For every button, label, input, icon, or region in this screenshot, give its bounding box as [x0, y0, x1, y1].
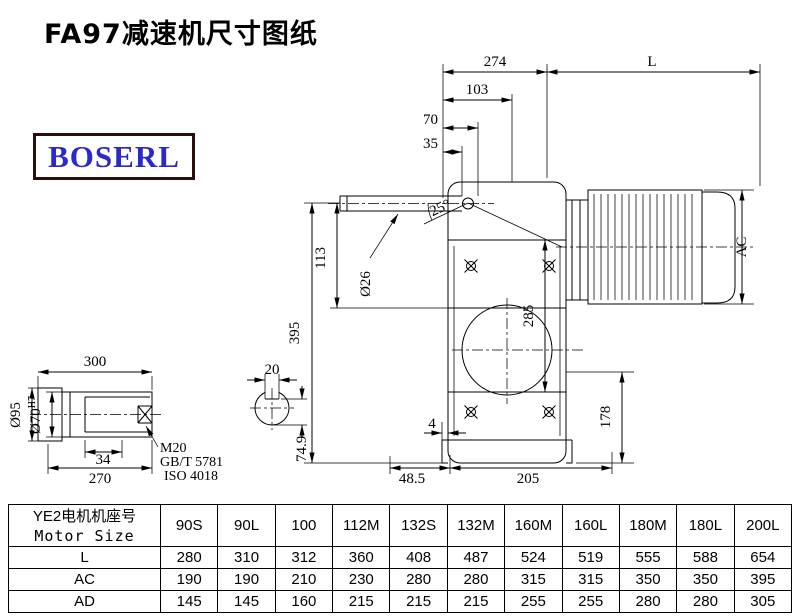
- technical-drawing: 274 L 103 70 35 25° Ø26 113 395 285 AC 1…: [8, 54, 761, 487]
- dim-value-cell: 315: [504, 568, 563, 591]
- bolt-hole-icon: [542, 405, 556, 419]
- dimension-lines: [29, 69, 760, 471]
- dim-value-cell: 230: [332, 568, 391, 591]
- frame-size-header-cell: 132S: [389, 504, 448, 547]
- frame-size-header-cell: 112M: [332, 504, 391, 547]
- dim-row-label-cell: AC: [8, 568, 161, 591]
- dim-270-label: 270: [89, 471, 112, 487]
- dim-value-cell: 145: [159, 590, 219, 613]
- dim-35-label: 35: [423, 136, 438, 152]
- boserl-logo: BOSERL: [33, 133, 195, 180]
- dim-value-cell: 190: [159, 568, 219, 591]
- dim-value-cell: 215: [389, 590, 448, 613]
- dim-value-cell: 588: [676, 546, 735, 569]
- gearbox-housing: [423, 181, 586, 464]
- dimension-labels: 274 L 103 70 35 25° Ø26 113 395 285 AC 1…: [8, 54, 750, 487]
- motor: [556, 189, 754, 305]
- dim-48-5-label: 48.5: [399, 471, 425, 487]
- bolt-hole-icon: [464, 405, 478, 419]
- dim-20-label: 20: [265, 362, 280, 378]
- dim-value-cell: 280: [389, 568, 448, 591]
- dim-103-label: 103: [466, 82, 489, 98]
- frame-size-header-cell: 180M: [618, 504, 678, 547]
- dia26-leader: [369, 213, 399, 259]
- dim-value-cell: 360: [332, 546, 391, 569]
- dim-value-cell: 519: [561, 546, 620, 569]
- output-shaft-detail: [30, 387, 164, 442]
- dim-34-label: 34: [96, 452, 112, 468]
- angle-construction-lines: [423, 202, 563, 248]
- dim-value-cell: 280: [159, 546, 219, 569]
- dim-value-cell: 350: [676, 568, 735, 591]
- bolt-hole-icon: [464, 259, 478, 273]
- dim-205-label: 205: [517, 471, 540, 487]
- dim-value-cell: 280: [618, 590, 678, 613]
- dim-value-cell: 524: [504, 546, 563, 569]
- dim-value-cell: 280: [446, 568, 506, 591]
- dim-value-cell: 350: [618, 568, 678, 591]
- dim-value-cell: 215: [446, 590, 506, 613]
- dim-value-cell: 654: [733, 546, 793, 569]
- dim-value-cell: 310: [217, 546, 276, 569]
- dim-row-label-cell: AD: [8, 590, 161, 613]
- dim-value-cell: 408: [389, 546, 448, 569]
- dim-value-cell: 160: [274, 590, 334, 613]
- dim-274-label: 274: [484, 54, 507, 70]
- angle-arc: [427, 202, 433, 221]
- m20-label: M20: [160, 441, 186, 456]
- gb-standard-label: GB/T 5781: [160, 455, 223, 470]
- frame-size-header-cell: 90L: [217, 504, 276, 547]
- bolt-hole-icon: [542, 259, 556, 273]
- dim-113-label: 113: [313, 247, 329, 269]
- dim-value-cell: 305: [733, 590, 793, 613]
- dim-row-label-cell: L: [8, 546, 161, 569]
- frame-size-header-cell: 180L: [676, 504, 735, 547]
- dim-value-cell: 487: [446, 546, 506, 569]
- dim-value-cell: 145: [217, 590, 276, 613]
- dim-value-cell: 395: [733, 568, 793, 591]
- dim-value-cell: 215: [332, 590, 391, 613]
- gearbox-views: [30, 181, 754, 464]
- dim-AC-label: AC: [734, 237, 750, 258]
- dim-74-9-label: 74.9: [294, 436, 310, 462]
- frame-size-header-cell: 160L: [561, 504, 620, 547]
- dim-value-cell: 555: [618, 546, 678, 569]
- dim-value-cell: 190: [217, 568, 276, 591]
- iso-standard-label: ISO 4018: [164, 469, 218, 484]
- input-shaft: [328, 195, 494, 212]
- dim-395-label: 395: [287, 322, 303, 345]
- angle-25-label: 25°: [427, 197, 453, 220]
- frame-size-header-cell: 200L: [733, 504, 793, 547]
- dim-value-cell: 210: [274, 568, 334, 591]
- dim-value-cell: 315: [561, 568, 620, 591]
- dim-L-label: L: [647, 54, 656, 70]
- dim-70-label: 70: [423, 112, 438, 128]
- frame-size-header-cell: 100: [274, 504, 334, 547]
- dia-70h7-label: Ø70H7: [27, 396, 44, 434]
- page-title: FA97减速机尺寸图纸: [44, 19, 318, 50]
- frame-size-header-cell: 90S: [159, 504, 219, 547]
- fan-cowl: [702, 191, 736, 304]
- dim-178-label: 178: [598, 406, 614, 429]
- shaft-section-detail: [250, 387, 294, 430]
- dim-4-label: 4: [428, 416, 436, 432]
- dim-value-cell: 280: [676, 590, 735, 613]
- dia-95-label: Ø95: [8, 402, 24, 428]
- frame-size-header-cell: 160M: [504, 504, 563, 547]
- dim-value-cell: 255: [504, 590, 563, 613]
- dim-300-label: 300: [84, 354, 107, 370]
- m20-leader: [145, 425, 159, 448]
- frame-size-header-cell: 132M: [446, 504, 506, 547]
- dim-value-cell: 255: [561, 590, 620, 613]
- boserl-logo-text: BOSERL: [48, 138, 180, 174]
- dia-26-label: Ø26: [358, 271, 374, 297]
- dim-value-cell: 312: [274, 546, 334, 569]
- dim-285-label: 285: [521, 305, 537, 328]
